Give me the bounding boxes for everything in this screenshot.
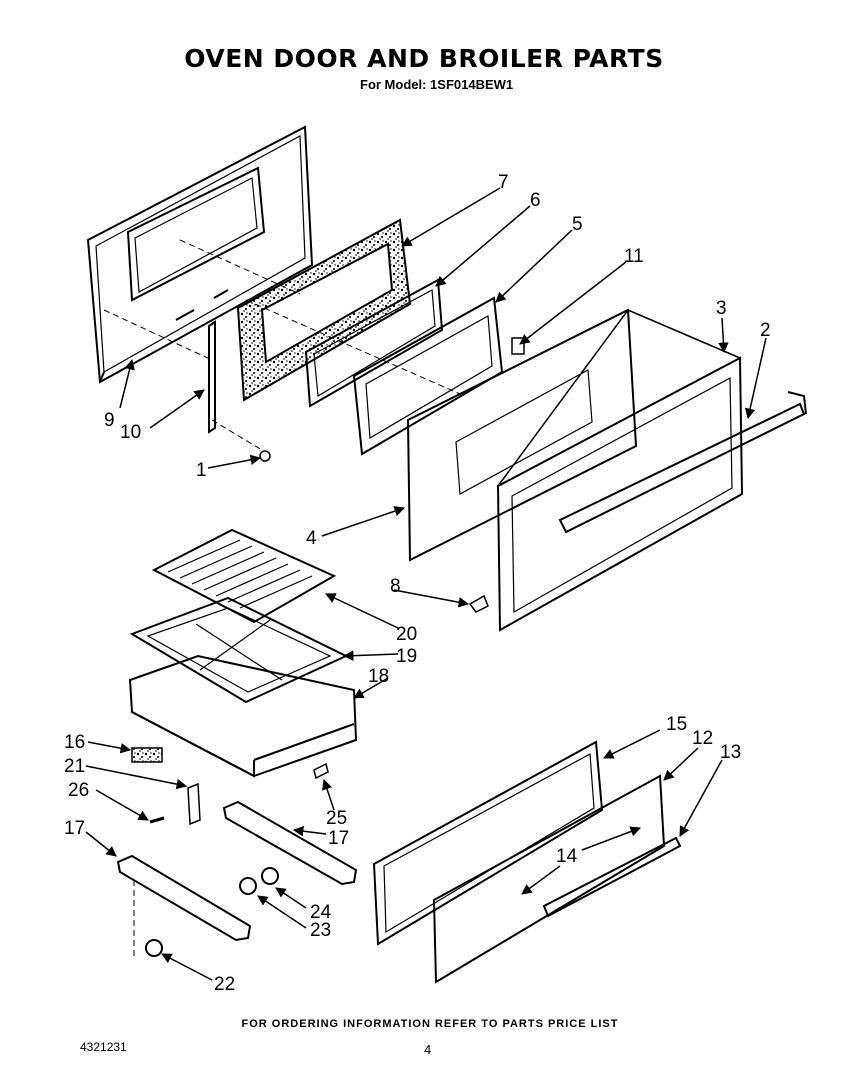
callout-14: 14 — [556, 846, 578, 867]
callout-21: 21 — [64, 756, 85, 777]
model-subtitle: For Model: 1SF014BEW1 — [360, 77, 514, 92]
bracket-part-21 — [187, 782, 201, 826]
callout-15: 15 — [666, 714, 687, 735]
door-gasket — [236, 218, 412, 402]
callout-20: 20 — [396, 624, 417, 645]
callout-6: 6 — [530, 190, 541, 211]
callout-3: 3 — [716, 298, 727, 319]
callout-13: 13 — [720, 742, 741, 763]
callout-16: 16 — [64, 732, 85, 753]
assembly-lines — [103, 239, 461, 956]
callout-7: 7 — [498, 172, 509, 193]
callout-labels: 7 6 5 11 3 2 9 10 1 4 8 20 19 18 16 21 2… — [64, 172, 771, 995]
callout-2: 2 — [760, 320, 771, 341]
drawer-rail-left — [116, 854, 252, 942]
hinge-clip — [468, 594, 489, 613]
callout-19: 19 — [396, 646, 417, 667]
outer-glass — [406, 308, 638, 562]
leader-arrows — [85, 187, 767, 981]
callout-12: 12 — [692, 728, 713, 749]
drawer-panel — [372, 740, 604, 946]
callout-24: 24 — [310, 902, 332, 923]
callout-11: 11 — [624, 246, 644, 267]
callout-5: 5 — [572, 214, 583, 235]
clip-part-11 — [511, 337, 525, 355]
callout-18: 18 — [368, 666, 389, 687]
outer-door — [496, 309, 744, 632]
callout-23: 23 — [310, 920, 331, 941]
callout-22: 22 — [214, 974, 235, 995]
callout-1: 1 — [196, 460, 207, 481]
page-number: 4 — [424, 1042, 432, 1057]
broiler-pan — [129, 596, 349, 704]
roller-parts — [145, 867, 279, 957]
broiler-grid — [151, 528, 337, 624]
inner-glass — [304, 278, 444, 408]
broiler-drawer — [128, 654, 358, 778]
ordering-note: FOR ORDERING INFORMATION REFER TO PARTS … — [241, 1018, 619, 1030]
heat-element — [131, 747, 163, 763]
page-title: OVEN DOOR AND BROILER PARTS — [184, 44, 664, 73]
callout-17-right: 17 — [328, 828, 349, 849]
drawer-rail-right — [222, 800, 358, 886]
inner-door-panel — [86, 125, 314, 384]
drawer-handle — [542, 836, 682, 918]
door-strip — [208, 320, 216, 434]
callout-4: 4 — [306, 528, 317, 549]
callout-17-left: 17 — [64, 818, 85, 839]
door-handle — [558, 391, 807, 534]
clip-part-25 — [313, 762, 329, 780]
callout-10: 10 — [120, 422, 141, 443]
document-number: 4321231 — [80, 1040, 127, 1054]
callout-9: 9 — [104, 410, 115, 431]
callout-8: 8 — [390, 576, 401, 597]
callout-25: 25 — [326, 808, 347, 829]
callout-26: 26 — [68, 780, 89, 801]
screw-part-26 — [149, 816, 165, 824]
drawer-front — [432, 774, 666, 984]
screw-part-1 — [259, 450, 271, 462]
